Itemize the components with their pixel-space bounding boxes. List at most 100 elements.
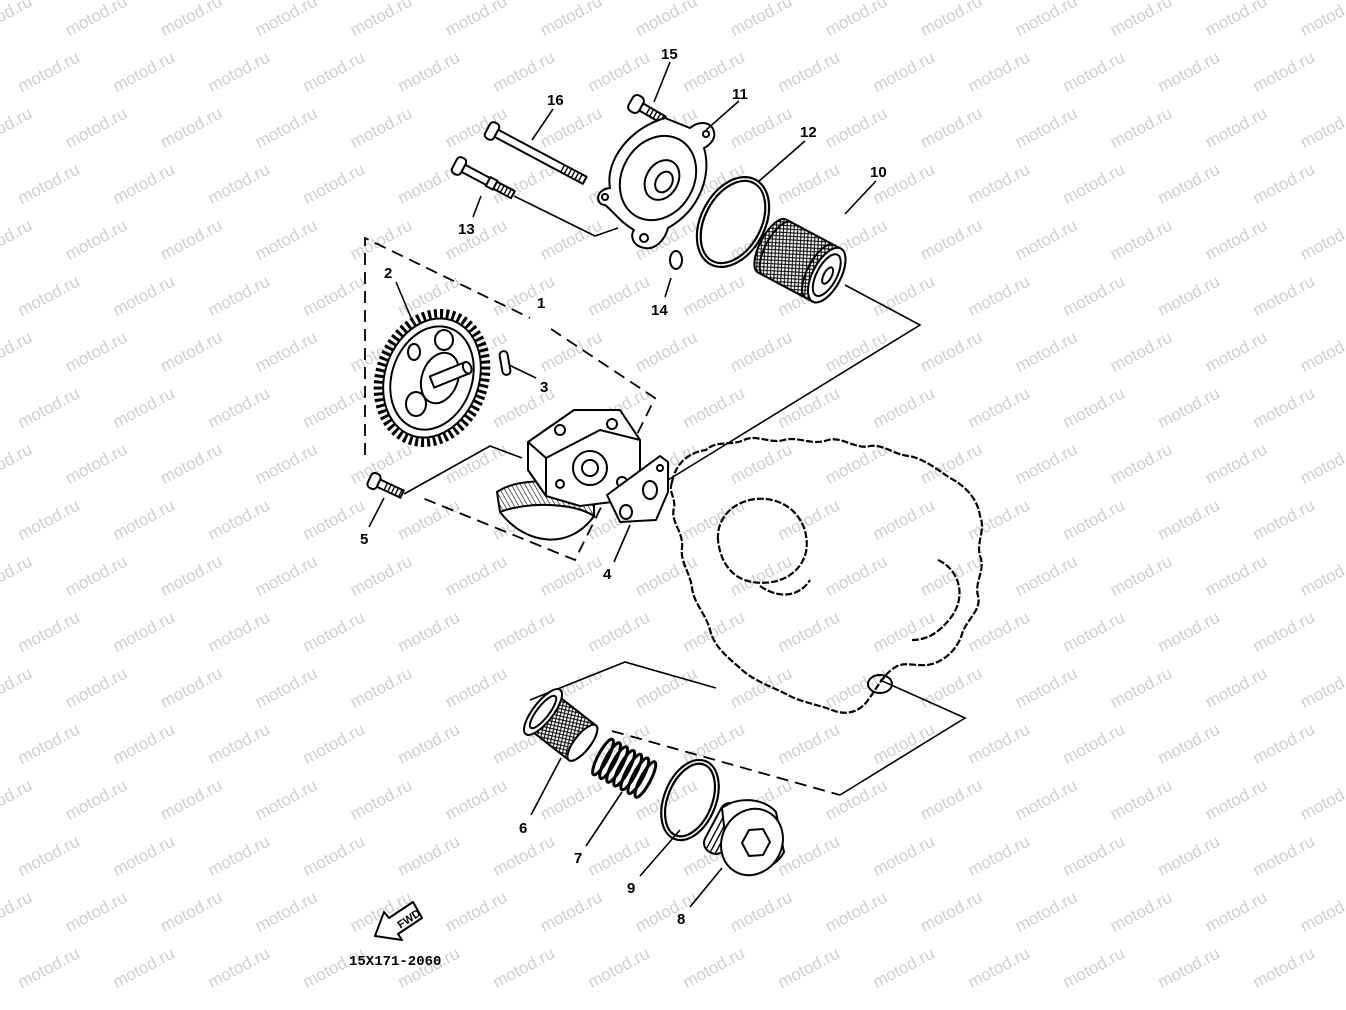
watermark-text: motod.ru <box>1297 0 1346 40</box>
watermark-text: motod.ru <box>490 272 558 320</box>
watermark-text: motod.ru <box>15 608 83 656</box>
watermark-text: motod.ru <box>1107 0 1175 40</box>
watermark-text: motod.ru <box>252 0 320 40</box>
watermark-text: motod.ru <box>1155 496 1223 544</box>
leader-12 <box>757 140 806 183</box>
fwd-arrow-icon <box>374 901 423 941</box>
pump-cup-lower <box>499 504 595 541</box>
watermark-text: motod.ru <box>1012 552 1080 600</box>
leader-10 <box>844 180 877 215</box>
watermark-text: motod.ru <box>537 0 605 40</box>
strainer-assembly-line-right <box>839 679 967 796</box>
watermark-text: motod.ru <box>157 104 225 152</box>
watermark-text: motod.ru <box>1155 384 1223 432</box>
watermark-text: motod.ru <box>395 48 463 96</box>
callout-7: 7 <box>574 850 582 867</box>
leader-9 <box>639 829 681 877</box>
watermark-text: motod.ru <box>1107 552 1175 600</box>
watermark-text: motod.ru <box>1012 216 1080 264</box>
watermark-text: motod.ru <box>1060 384 1128 432</box>
watermark-text: motod.ru <box>870 272 938 320</box>
watermark-text: motod.ru <box>1250 160 1318 208</box>
watermark-text: motod.ru <box>680 720 748 768</box>
watermark-text: motod.ru <box>205 944 273 992</box>
watermark-text: motod.ru <box>442 440 510 488</box>
watermark-text: motod.ru <box>822 776 890 824</box>
gear-hole <box>407 343 421 361</box>
leader-11 <box>705 100 740 131</box>
watermark-text: motod.ru <box>15 720 83 768</box>
callout-9: 9 <box>627 880 635 897</box>
callout-8: 8 <box>677 911 685 928</box>
watermark-text: motod.ru <box>1202 0 1270 40</box>
watermark-text: motod.ru <box>1297 328 1346 376</box>
watermark-text: motod.ru <box>1297 776 1346 824</box>
watermark-text: motod.ru <box>680 272 748 320</box>
watermark-text: motod.ru <box>680 496 748 544</box>
watermark-text: motod.ru <box>1060 48 1128 96</box>
watermark-text: motod.ru <box>490 48 558 96</box>
watermark-text: motod.ru <box>680 944 748 992</box>
watermark-text: motod.ru <box>62 216 130 264</box>
watermark-text: motod.ru <box>1202 216 1270 264</box>
watermark-text: motod.ru <box>1107 888 1175 936</box>
watermark-text: motod.ru <box>1250 832 1318 880</box>
crankcase-inner-edge <box>759 558 961 642</box>
watermark-text: motod.ru <box>395 496 463 544</box>
watermark-text: motod.ru <box>917 888 985 936</box>
watermark-text: motod.ru <box>917 440 985 488</box>
watermark-text: motod.ru <box>1155 608 1223 656</box>
watermark-text: motod.ru <box>537 216 605 264</box>
watermark-text: motod.ru <box>1107 664 1175 712</box>
leader-16 <box>531 108 554 141</box>
watermark-text: motod.ru <box>442 552 510 600</box>
watermark-text: motod.ru <box>775 832 843 880</box>
spring-coil <box>612 748 637 788</box>
watermark-text: motod.ru <box>680 608 748 656</box>
watermark-text: motod.ru <box>965 496 1033 544</box>
watermark-text: motod.ru <box>252 664 320 712</box>
watermark-text: motod.ru <box>965 608 1033 656</box>
leader-14 <box>664 277 672 298</box>
bolt-thread <box>496 182 512 197</box>
crankcase-outline <box>669 436 984 714</box>
leader-2 <box>395 281 413 321</box>
watermark-text: motod.ru <box>822 888 890 936</box>
watermark-text: motod.ru <box>347 552 415 600</box>
crankcase-drain-boss <box>867 674 893 694</box>
watermark-text: motod.ru <box>870 720 938 768</box>
watermark-text: motod.ru <box>727 440 795 488</box>
watermark-text: motod.ru <box>917 328 985 376</box>
watermark-text: motod.ru <box>1060 720 1128 768</box>
watermark-text: motod.ru <box>252 888 320 936</box>
watermark-text: motod.ru <box>917 776 985 824</box>
watermark-text: motod.ru <box>1202 104 1270 152</box>
watermark-text: motod.ru <box>205 48 273 96</box>
watermark-text: motod.ru <box>252 776 320 824</box>
cover-center-hole <box>654 170 674 194</box>
watermark-text: motod.ru <box>157 888 225 936</box>
cover-lug-hole <box>601 193 609 201</box>
watermark-text: motod.ru <box>1155 272 1223 320</box>
bolt-thread <box>560 164 583 183</box>
watermark-text: motod.ru <box>585 608 653 656</box>
watermark-text: motod.ru <box>1012 328 1080 376</box>
watermark-text: motod.ru <box>110 496 178 544</box>
watermark-text: motod.ru <box>917 552 985 600</box>
cover-rim <box>618 134 698 222</box>
gasket-hole <box>656 464 664 472</box>
diagram-code: 15X171-2060 <box>349 954 441 970</box>
watermark-text: motod.ru <box>775 608 843 656</box>
watermark-text: motod.ru <box>15 48 83 96</box>
part-8-drain-plug <box>703 799 785 877</box>
watermark-text: motod.ru <box>1202 888 1270 936</box>
spring-coil <box>633 760 658 799</box>
watermark-text: motod.ru <box>965 944 1033 992</box>
leader-7 <box>585 791 623 847</box>
watermark-text: motod.ru <box>1202 552 1270 600</box>
watermark-text: motod.ru <box>490 832 558 880</box>
watermark-text: motod.ru <box>632 0 700 40</box>
part-14-o-ring <box>669 250 683 270</box>
watermark-text: motod.ru <box>252 104 320 152</box>
watermark-text: motod.ru <box>1012 664 1080 712</box>
